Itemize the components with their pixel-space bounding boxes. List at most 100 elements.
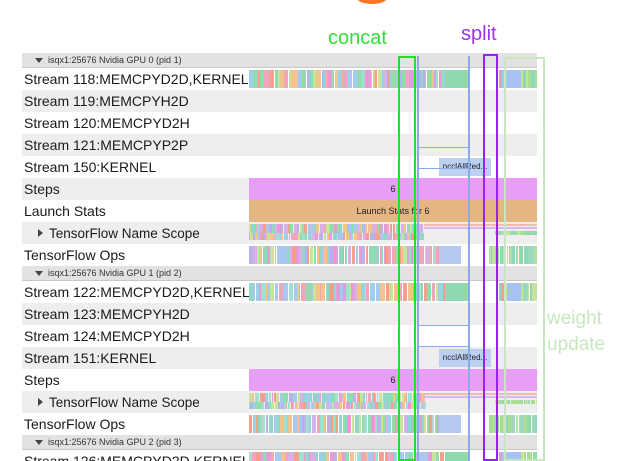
timeline-row[interactable]: Stream 123:MEMCPYH2D — [22, 303, 537, 325]
timeline-row[interactable]: 6 Steps — [22, 178, 537, 200]
timeline-row-label[interactable]: Stream 151:KERNEL — [24, 350, 157, 366]
timeline-row-track[interactable]: Launch Stats for 6 — [249, 200, 537, 222]
timeline-row-label[interactable]: TensorFlow Name Scope — [22, 395, 249, 410]
timeline-row-track[interactable] — [249, 325, 537, 347]
timeline-row[interactable]: Stream 119:MEMCPYH2D — [22, 90, 537, 112]
trace-event-bars[interactable] — [249, 224, 424, 233]
trace-event-bars[interactable] — [249, 402, 426, 409]
steps-bar[interactable]: 6 — [249, 369, 537, 391]
timeline-row-track[interactable] — [249, 391, 537, 413]
timeline-row-label[interactable]: Stream 120:MEMCPYD2H — [24, 115, 190, 131]
trace-bar[interactable] — [439, 246, 461, 264]
trace-event-bars[interactable] — [489, 415, 537, 433]
trace-event-bars[interactable] — [249, 393, 425, 402]
timeline-row[interactable]: TensorFlow Name Scope — [22, 222, 537, 244]
timeline-row-track[interactable] — [249, 244, 537, 266]
timeline-row[interactable]: Stream 120:MEMCPYD2H — [22, 112, 537, 134]
timeline-row-track[interactable] — [249, 303, 537, 325]
trace-bar[interactable] — [445, 70, 469, 88]
timeline-row[interactable]: Stream 121:MEMCPYP2P — [22, 134, 537, 156]
nccl-allreduce-bar[interactable]: ncclAllRed... — [439, 349, 491, 367]
chevron-down-icon[interactable] — [35, 439, 43, 445]
timeline-row-track[interactable] — [249, 450, 537, 461]
timeline-row-label[interactable]: Stream 118:MEMCPYD2D,KERNEL,MI — [24, 71, 249, 87]
timeline-row[interactable]: Stream 118:MEMCPYD2D,KERNEL,MI — [22, 68, 537, 90]
scope-thin-bar[interactable] — [424, 224, 537, 226]
scope-thin-bar[interactable] — [424, 396, 537, 398]
timeline-row-label[interactable]: Stream 121:MEMCPYP2P — [24, 137, 189, 153]
timeline-row[interactable]: ncclAllRed... Stream 151:KERNEL — [22, 347, 537, 369]
timeline-row-label[interactable]: Stream 150:KERNEL — [24, 159, 157, 175]
group-header[interactable]: isqx1:25676 Nvidia GPU 0 (pid 1) — [22, 53, 537, 68]
timeline-row-track[interactable]: 6 — [249, 369, 537, 391]
trace-bar[interactable] — [507, 283, 521, 301]
timeline-row-label[interactable]: Stream 124:MEMCPYD2H — [24, 328, 190, 344]
trace-bar[interactable] — [507, 70, 521, 88]
timeline-row-track[interactable] — [249, 68, 537, 90]
trace-event-bars[interactable] — [249, 70, 447, 88]
timeline-row-label[interactable]: Stream 126:MEMCPYD2D,KERNEL,MI — [24, 453, 249, 461]
timeline-row-track[interactable] — [249, 112, 537, 134]
timeline-row-label[interactable]: Stream 122:MEMCPYD2D,KERNEL,MI — [24, 284, 249, 300]
trace-event-bars[interactable] — [249, 283, 448, 301]
trace-event-bars[interactable] — [499, 70, 509, 88]
annotation-concat: concat — [328, 27, 387, 49]
scope-thin-bar[interactable] — [424, 227, 537, 229]
trace-bar[interactable] — [445, 452, 469, 461]
trace-event-bars[interactable] — [495, 400, 537, 404]
timeline-row-label-text: TensorFlow Name Scope — [49, 225, 200, 241]
timeline-row-track[interactable] — [249, 413, 537, 435]
timeline-row[interactable]: TensorFlow Ops — [22, 413, 537, 435]
steps-bar[interactable]: 6 — [249, 178, 537, 200]
scope-thin-bar[interactable] — [424, 393, 537, 395]
trace-event-bars[interactable] — [521, 283, 537, 301]
chevron-down-icon[interactable] — [35, 270, 43, 276]
trace-event-bars[interactable] — [495, 231, 537, 235]
timeline-row-track[interactable] — [249, 134, 537, 156]
timeline-row[interactable]: TensorFlow Ops — [22, 244, 537, 266]
group-header[interactable]: isqx1:25676 Nvidia GPU 1 (pid 2) — [22, 266, 537, 281]
timeline-row-track[interactable] — [249, 281, 537, 303]
timeline-row[interactable]: Stream 122:MEMCPYD2D,KERNEL,MI — [22, 281, 537, 303]
chevron-right-icon[interactable] — [38, 228, 43, 237]
trace-bar[interactable] — [445, 283, 469, 301]
trace-event-bars[interactable] — [489, 246, 537, 264]
timeline-row-label[interactable]: Stream 119:MEMCPYH2D — [24, 93, 189, 109]
timeline-panel[interactable]: isqx1:25676 Nvidia GPU 0 (pid 1) Stream 1… — [22, 53, 537, 461]
group-header[interactable]: isqx1:25676 Nvidia GPU 2 (pid 3) — [22, 435, 537, 450]
timeline-row[interactable]: TensorFlow Name Scope — [22, 391, 537, 413]
trace-event-bars[interactable] — [249, 452, 445, 461]
label-backdrop — [22, 112, 249, 134]
trace-event-bars[interactable] — [249, 415, 439, 433]
timeline-row-track[interactable] — [249, 90, 537, 112]
trace-event-bars[interactable] — [249, 246, 439, 264]
label-backdrop — [22, 347, 249, 369]
trace-event-bars[interactable] — [521, 452, 537, 461]
trace-event-bars[interactable] — [499, 283, 507, 301]
timeline-row[interactable]: ncclAllRed... Stream 150:KERNEL — [22, 156, 537, 178]
launch-stats-bar[interactable]: Launch Stats for 6 — [249, 200, 537, 222]
trace-bar[interactable] — [507, 452, 521, 461]
timeline-row-label[interactable]: Steps — [24, 372, 60, 388]
timeline-row-label[interactable]: TensorFlow Name Scope — [22, 226, 249, 241]
trace-event-bars[interactable] — [499, 452, 508, 461]
trace-bar[interactable] — [439, 415, 461, 433]
timeline-row[interactable]: Stream 126:MEMCPYD2D,KERNEL,MI — [22, 450, 537, 461]
timeline-row[interactable]: 6 Steps — [22, 369, 537, 391]
timeline-row[interactable]: Stream 124:MEMCPYD2H — [22, 325, 537, 347]
trace-event-bars[interactable] — [521, 70, 537, 88]
chevron-down-icon[interactable] — [35, 57, 43, 63]
timeline-row-label[interactable]: TensorFlow Ops — [24, 416, 126, 432]
timeline-row-track[interactable]: 6 — [249, 178, 537, 200]
timeline-row-track[interactable]: ncclAllRed... — [249, 156, 537, 178]
timeline-row-label[interactable]: Launch Stats — [24, 203, 106, 219]
timeline-row-label[interactable]: Steps — [24, 181, 60, 197]
timeline-row-label[interactable]: Stream 123:MEMCPYH2D — [24, 306, 190, 322]
timeline-row-label[interactable]: TensorFlow Ops — [24, 247, 126, 263]
timeline-row[interactable]: Launch Stats for 6 Launch Stats — [22, 200, 537, 222]
timeline-row-track[interactable] — [249, 222, 537, 244]
nccl-allreduce-bar[interactable]: ncclAllRed... — [439, 158, 491, 176]
timeline-row-track[interactable]: ncclAllRed... — [249, 347, 537, 369]
chevron-right-icon[interactable] — [38, 397, 43, 406]
trace-event-bars[interactable] — [249, 233, 424, 240]
